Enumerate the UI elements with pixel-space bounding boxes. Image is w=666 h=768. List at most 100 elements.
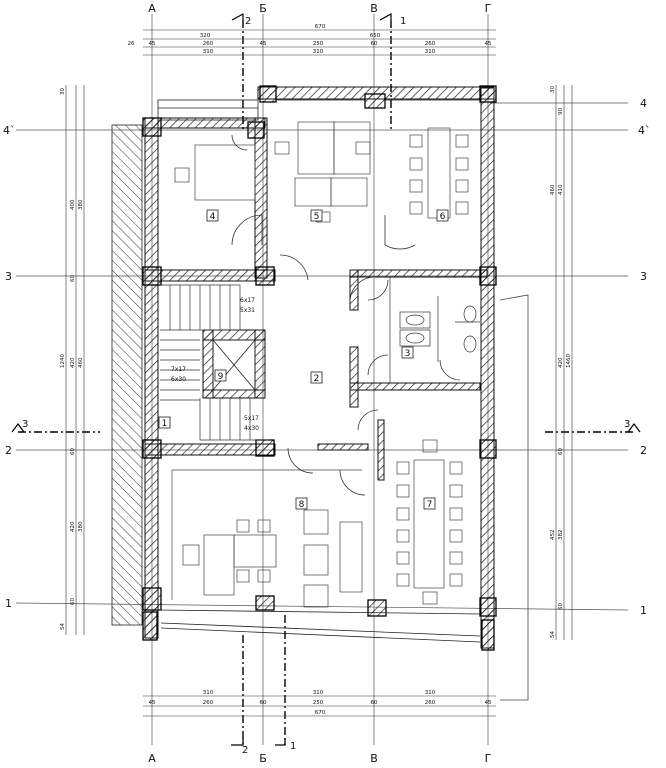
dim-right-1: 90	[558, 108, 564, 115]
dim-bottom-r1-0: 310	[203, 690, 214, 696]
dim-right-4: 1460	[566, 354, 572, 368]
dim-left-5: 420	[70, 357, 76, 368]
dimension-lines-right	[555, 85, 573, 640]
dim-bottom-r2-2: 60	[260, 700, 267, 706]
dim-right-9: 60	[558, 603, 564, 610]
dim-left-2: 380	[78, 199, 84, 210]
stair-labels: 6x17 5x31 7x17 6x30 5x17 4x30	[171, 297, 259, 432]
room-6-label: 6	[440, 212, 446, 222]
room-4-label: 4	[210, 212, 216, 222]
windows	[157, 99, 481, 643]
grid-row-1-left: 1	[5, 597, 12, 610]
dim-top-overall: 670	[315, 24, 326, 30]
columns	[142, 85, 497, 651]
stair-treads	[160, 284, 270, 441]
grid-col-g-bottom: Г	[485, 752, 492, 765]
section-3-right-label: 3	[624, 419, 630, 430]
grid-labels-left: 1 2 3 4`	[3, 124, 16, 610]
room-2-label: 2	[314, 374, 320, 384]
grid-col-v-bottom: В	[370, 752, 378, 765]
dimension-text-left: 30 400 380 60 1240 420 460 60 420 380 60…	[60, 88, 84, 630]
grid-col-b-top: Б	[259, 2, 267, 15]
dim-top-r3-0: 26	[128, 41, 135, 47]
grid-col-b-bottom: Б	[259, 752, 267, 765]
dim-left-10: 60	[70, 598, 76, 605]
dim-top-r3-2: 260	[203, 41, 214, 47]
room-3-label: 3	[405, 349, 411, 359]
grid-row-3-right: 3	[640, 270, 647, 283]
dim-bottom-r1-2: 310	[425, 690, 436, 696]
exterior-wall-hatch	[111, 124, 143, 626]
dim-top-r4-0: 310	[203, 49, 214, 55]
room-tags: 1 2 3 4 5 6 7 8 9	[158, 209, 449, 510]
dim-right-10: 54	[550, 631, 556, 638]
dim-bottom-r2-5: 260	[425, 700, 436, 706]
stair-label-a2: 5x31	[240, 307, 255, 314]
dim-left-9: 380	[78, 521, 84, 532]
grid-row-1-right: 1	[640, 604, 647, 617]
dim-top-r3-6: 260	[425, 41, 436, 47]
dim-bottom-r1-1: 310	[313, 690, 324, 696]
dimension-text-bottom: 310 310 310 45 260 60 250 60 260 45 670	[149, 690, 492, 716]
dim-left-6: 460	[78, 357, 84, 368]
dim-right-8: 382	[558, 530, 564, 541]
dim-left-4: 1240	[60, 354, 66, 368]
dim-top-r3-4: 250	[313, 41, 324, 47]
grid-row-2-right: 2	[640, 444, 647, 457]
section-1-bottom-label: 1	[290, 741, 296, 752]
dim-top-r3-1: 45	[149, 41, 156, 47]
dimension-lines-bottom	[143, 695, 496, 717]
dim-top-r3-5: 60	[371, 41, 378, 47]
site-boundary	[499, 294, 529, 701]
dimension-lines-left	[65, 85, 85, 635]
grid-labels-bottom: А Б В Г	[148, 752, 491, 765]
dim-left-11: 54	[60, 623, 66, 630]
elevator-shaft	[212, 339, 256, 391]
room-1-label: 1	[162, 419, 168, 429]
grid-row-4p-right: 4`	[638, 124, 651, 137]
dim-left-1: 400	[70, 199, 76, 210]
dimension-lines-top	[143, 29, 496, 56]
section-markers	[11, 12, 641, 746]
grid-col-a-bottom: А	[148, 752, 156, 765]
dim-left-8: 420	[70, 521, 76, 532]
grid-row-4-right: 4	[640, 97, 647, 110]
dim-bottom-r2-0: 45	[149, 700, 156, 706]
stair-label-c2: 4x30	[244, 425, 259, 432]
stair-label-a1: 6x17	[240, 297, 255, 304]
grid-row-2-left: 2	[5, 444, 12, 457]
dim-right-0: 30	[550, 86, 556, 93]
dim-top-r4-2: 310	[425, 49, 436, 55]
grid-row-3-left: 3	[5, 270, 12, 283]
room-5-label: 5	[314, 212, 320, 222]
dim-right-7: 452	[550, 530, 556, 541]
dimension-text-top: 670 320 650 26 45 260 45 250 60 260 45 3…	[128, 24, 492, 55]
stair-label-b2: 6x30	[171, 376, 186, 383]
dim-top-part-b: 650	[370, 33, 381, 39]
grid-col-g-top: Г	[485, 2, 492, 15]
door-swings	[231, 134, 461, 496]
dim-right-3: 410	[558, 184, 564, 195]
section-2-bottom-label: 2	[242, 745, 248, 756]
room-7-label: 7	[427, 500, 433, 510]
dim-bottom-r2-3: 250	[313, 700, 324, 706]
dim-left-7: 60	[70, 448, 76, 455]
section-3-left-label: 3	[22, 419, 28, 430]
dim-top-part-a: 320	[200, 33, 211, 39]
furniture	[171, 121, 469, 608]
dim-right-2: 460	[550, 184, 556, 195]
toilet-fixtures	[389, 277, 480, 383]
dim-bottom-overall: 670	[315, 710, 326, 716]
stair-label-b1: 7x17	[171, 366, 186, 373]
section-lines	[18, 20, 636, 745]
dim-left-0: 30	[60, 88, 66, 95]
grid-labels-top: А Б В Г	[148, 2, 491, 15]
section-1-top-label: 1	[400, 16, 406, 27]
grid-col-a-top: А	[148, 2, 156, 15]
dim-bottom-r2-6: 45	[485, 700, 492, 706]
dim-right-6: 60	[558, 448, 564, 455]
grid-row-4p-left: 4`	[3, 124, 16, 137]
dim-bottom-r2-4: 60	[371, 700, 378, 706]
dimension-text-right: 30 90 460 410 1460 420 60 452 382 60 54	[550, 86, 572, 638]
